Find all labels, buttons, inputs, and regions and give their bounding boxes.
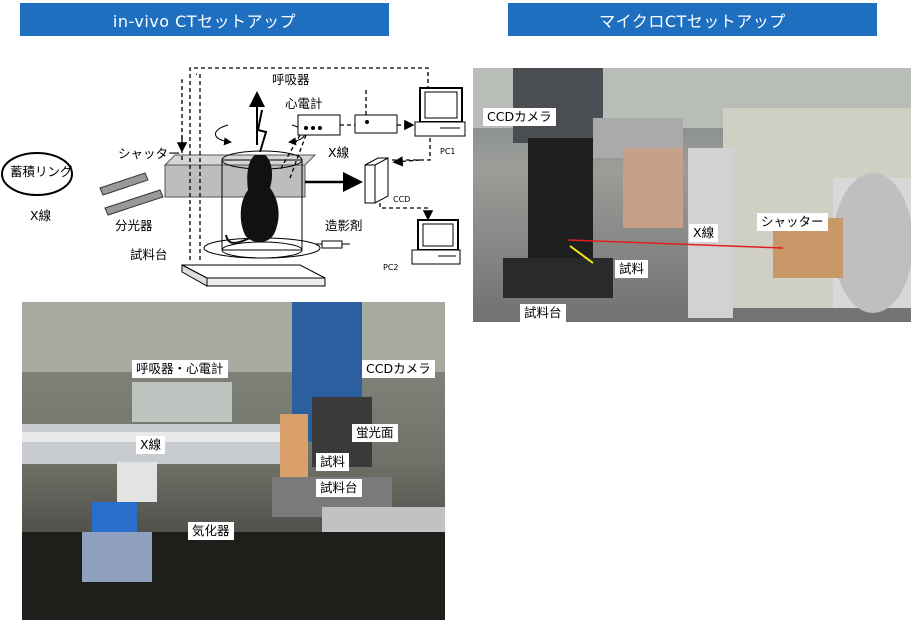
label-invivo-vaporizer: 気化器 <box>188 522 234 540</box>
label-invivo-ccd-camera: CCDカメラ <box>362 360 435 378</box>
label-invivo-breathing-ecg: 呼吸器・心電計 <box>132 360 228 378</box>
label-micro-xray: X線 <box>689 224 719 242</box>
in-vivo-drawing <box>22 302 445 620</box>
label-breathing: 呼吸器 <box>272 72 310 87</box>
label-invivo-sample-stage: 試料台 <box>316 479 362 497</box>
label-contrast: 造影剤 <box>325 218 363 233</box>
label-xray-center: X線 <box>328 145 350 160</box>
label-invivo-sample: 試料 <box>316 453 350 471</box>
label-ecg: 心電計 <box>285 96 323 111</box>
splitter-shape-2 <box>104 189 164 216</box>
label-micro-sample-stage: 試料台 <box>520 304 566 322</box>
label-invivo-phosphor: 蛍光面 <box>352 424 398 442</box>
label-micro-shutter: シャッター <box>757 213 828 231</box>
splitter-shape-1 <box>99 172 149 196</box>
storage-ring-shape <box>1 152 73 196</box>
ecg-device <box>297 114 341 136</box>
beam-block <box>164 164 306 198</box>
label-micro-sample: 試料 <box>615 260 649 278</box>
label-sample-stage: 試料台 <box>130 247 168 262</box>
micro-ct-photo: CCDカメラ X線 シャッター 試料 試料台 <box>473 68 911 322</box>
header-in-vivo-ct: in-vivo CTセットアップ <box>20 3 389 36</box>
breathing-device <box>354 114 398 134</box>
schematic-drawing <box>1 67 466 287</box>
micro-ct-drawing <box>473 68 911 318</box>
label-micro-ccd-camera: CCDカメラ <box>483 108 556 126</box>
label-pc2: PC2 <box>383 263 399 272</box>
label-shutter: シャッター <box>118 146 181 161</box>
label-invivo-xray: X線 <box>136 436 166 454</box>
label-ccd: CCD <box>393 195 411 204</box>
label-splitter: 分光器 <box>115 218 153 233</box>
label-xray-left: X線 <box>30 208 52 223</box>
in-vivo-photo: 呼吸器・心電計 CCDカメラ X線 蛍光面 試料 試料台 気化器 <box>22 302 445 620</box>
header-micro-ct: マイクロCTセットアップ <box>508 3 877 36</box>
ccd-box <box>364 157 389 204</box>
invivo-schematic: 呼吸器 心電計 X線 シャッター 蓄積リング X線 分光器 試料台 造影剤 CC… <box>0 60 470 300</box>
label-storage-ring: 蓄積リング <box>10 164 73 179</box>
mouse-silhouette <box>240 155 279 243</box>
contrast-syringe <box>321 240 343 249</box>
label-pc1: PC1 <box>440 147 456 156</box>
